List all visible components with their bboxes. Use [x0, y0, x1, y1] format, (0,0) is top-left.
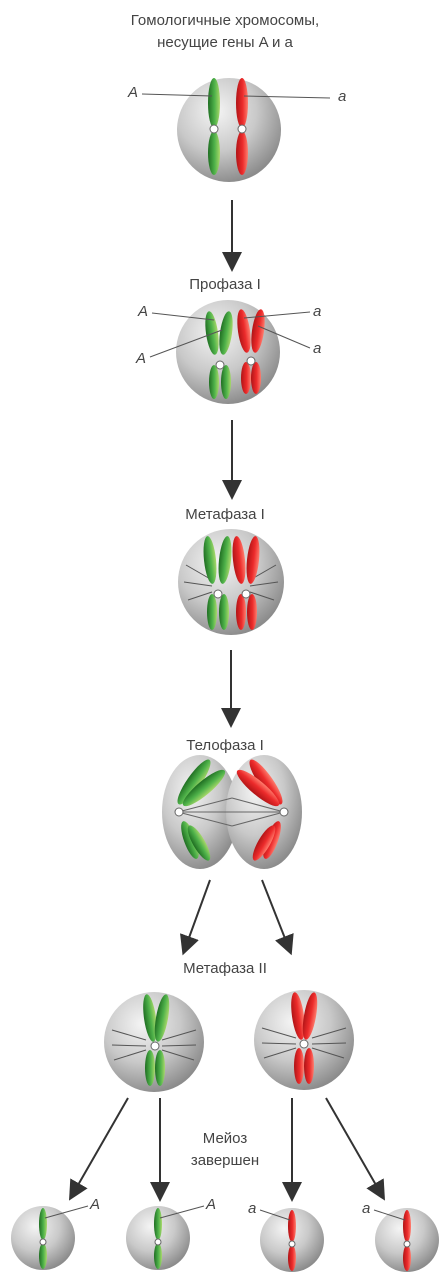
cell-initial [141, 78, 331, 182]
meiosis-complete-line-2: завершен [190, 1152, 260, 1169]
arrow-split-left [180, 879, 211, 956]
chromosome-green-metaphase-2 [143, 994, 170, 1086]
chromosome-red-initial [236, 78, 248, 175]
stage-label-prophase-1: Профаза I [189, 276, 261, 293]
cell-metaphase-1 [178, 529, 284, 635]
gamete-3 [259, 1208, 324, 1272]
pointer-line-a-top [243, 95, 331, 99]
allele-label-A-prophase-lower: A [136, 350, 147, 367]
pointer-line-A-prophase-lower [149, 329, 223, 358]
cell-prophase-1 [149, 300, 311, 404]
allele-label-A-top: A [128, 84, 139, 101]
chromosome-green-metaphase-1 [203, 536, 232, 630]
pointer-line-A-prophase-upper [151, 312, 215, 321]
allele-label-A-prophase-upper: A [138, 303, 149, 320]
arrow-to-gamete-4 [325, 1097, 385, 1201]
spindle-fibers-metaphase-2-left [111, 1029, 197, 1061]
cell-metaphase-2-right [254, 990, 354, 1090]
pointer-line-gamete-2 [159, 1205, 205, 1219]
chromosome-red-telophase-1 [236, 759, 289, 861]
arrow-to-gamete-1 [69, 1097, 129, 1201]
title-line-1: Гомологичные хромосомы, [130, 12, 320, 29]
cell-telophase-1 [162, 755, 302, 869]
gamete-4 [373, 1208, 439, 1272]
arrow-split-right [261, 879, 294, 956]
chromosome-green-telophase-1 [174, 759, 226, 861]
pointer-line-gamete-3 [259, 1209, 291, 1221]
gamete-1 [11, 1205, 89, 1270]
chromosome-red-prophase [237, 309, 265, 394]
chromosome-red-metaphase-2 [291, 992, 318, 1084]
stage-label-telophase-1: Телофаза I [186, 737, 264, 754]
spindle-fibers-telophase-1 [177, 797, 285, 827]
pointer-line-A-top [141, 93, 213, 97]
pointer-line-gamete-4 [373, 1209, 406, 1221]
allele-label-a-gamete-3: a [248, 1200, 257, 1217]
cell-metaphase-2-left [104, 992, 204, 1092]
stage-label-metaphase-2: Метафаза II [183, 960, 267, 977]
pointer-line-a-prophase-lower [257, 325, 311, 349]
title-line-2: несущие гены A и a [90, 34, 360, 51]
pointer-line-a-prophase-upper [243, 311, 311, 319]
title-line-2-text: несущие гены A и a [157, 34, 293, 51]
meiosis-complete-line-1: Мейоз [202, 1130, 248, 1147]
chromosome-red-metaphase-1 [232, 536, 260, 630]
pointer-line-gamete-1 [44, 1205, 89, 1219]
spindle-fibers-metaphase-2-right [261, 1027, 347, 1059]
allele-label-A-gamete-1: A [90, 1196, 101, 1213]
gamete-2 [126, 1205, 205, 1270]
allele-label-a-top: a [338, 88, 347, 105]
stage-label-metaphase-1: Метафаза I [185, 506, 265, 523]
chromosome-green-initial [208, 78, 220, 175]
chromosome-green-prophase [205, 311, 233, 399]
allele-label-a-gamete-4: a [362, 1200, 371, 1217]
allele-label-a-prophase-upper: a [313, 303, 322, 320]
allele-label-A-gamete-2: A [206, 1196, 217, 1213]
allele-label-a-prophase-lower: a [313, 340, 322, 357]
